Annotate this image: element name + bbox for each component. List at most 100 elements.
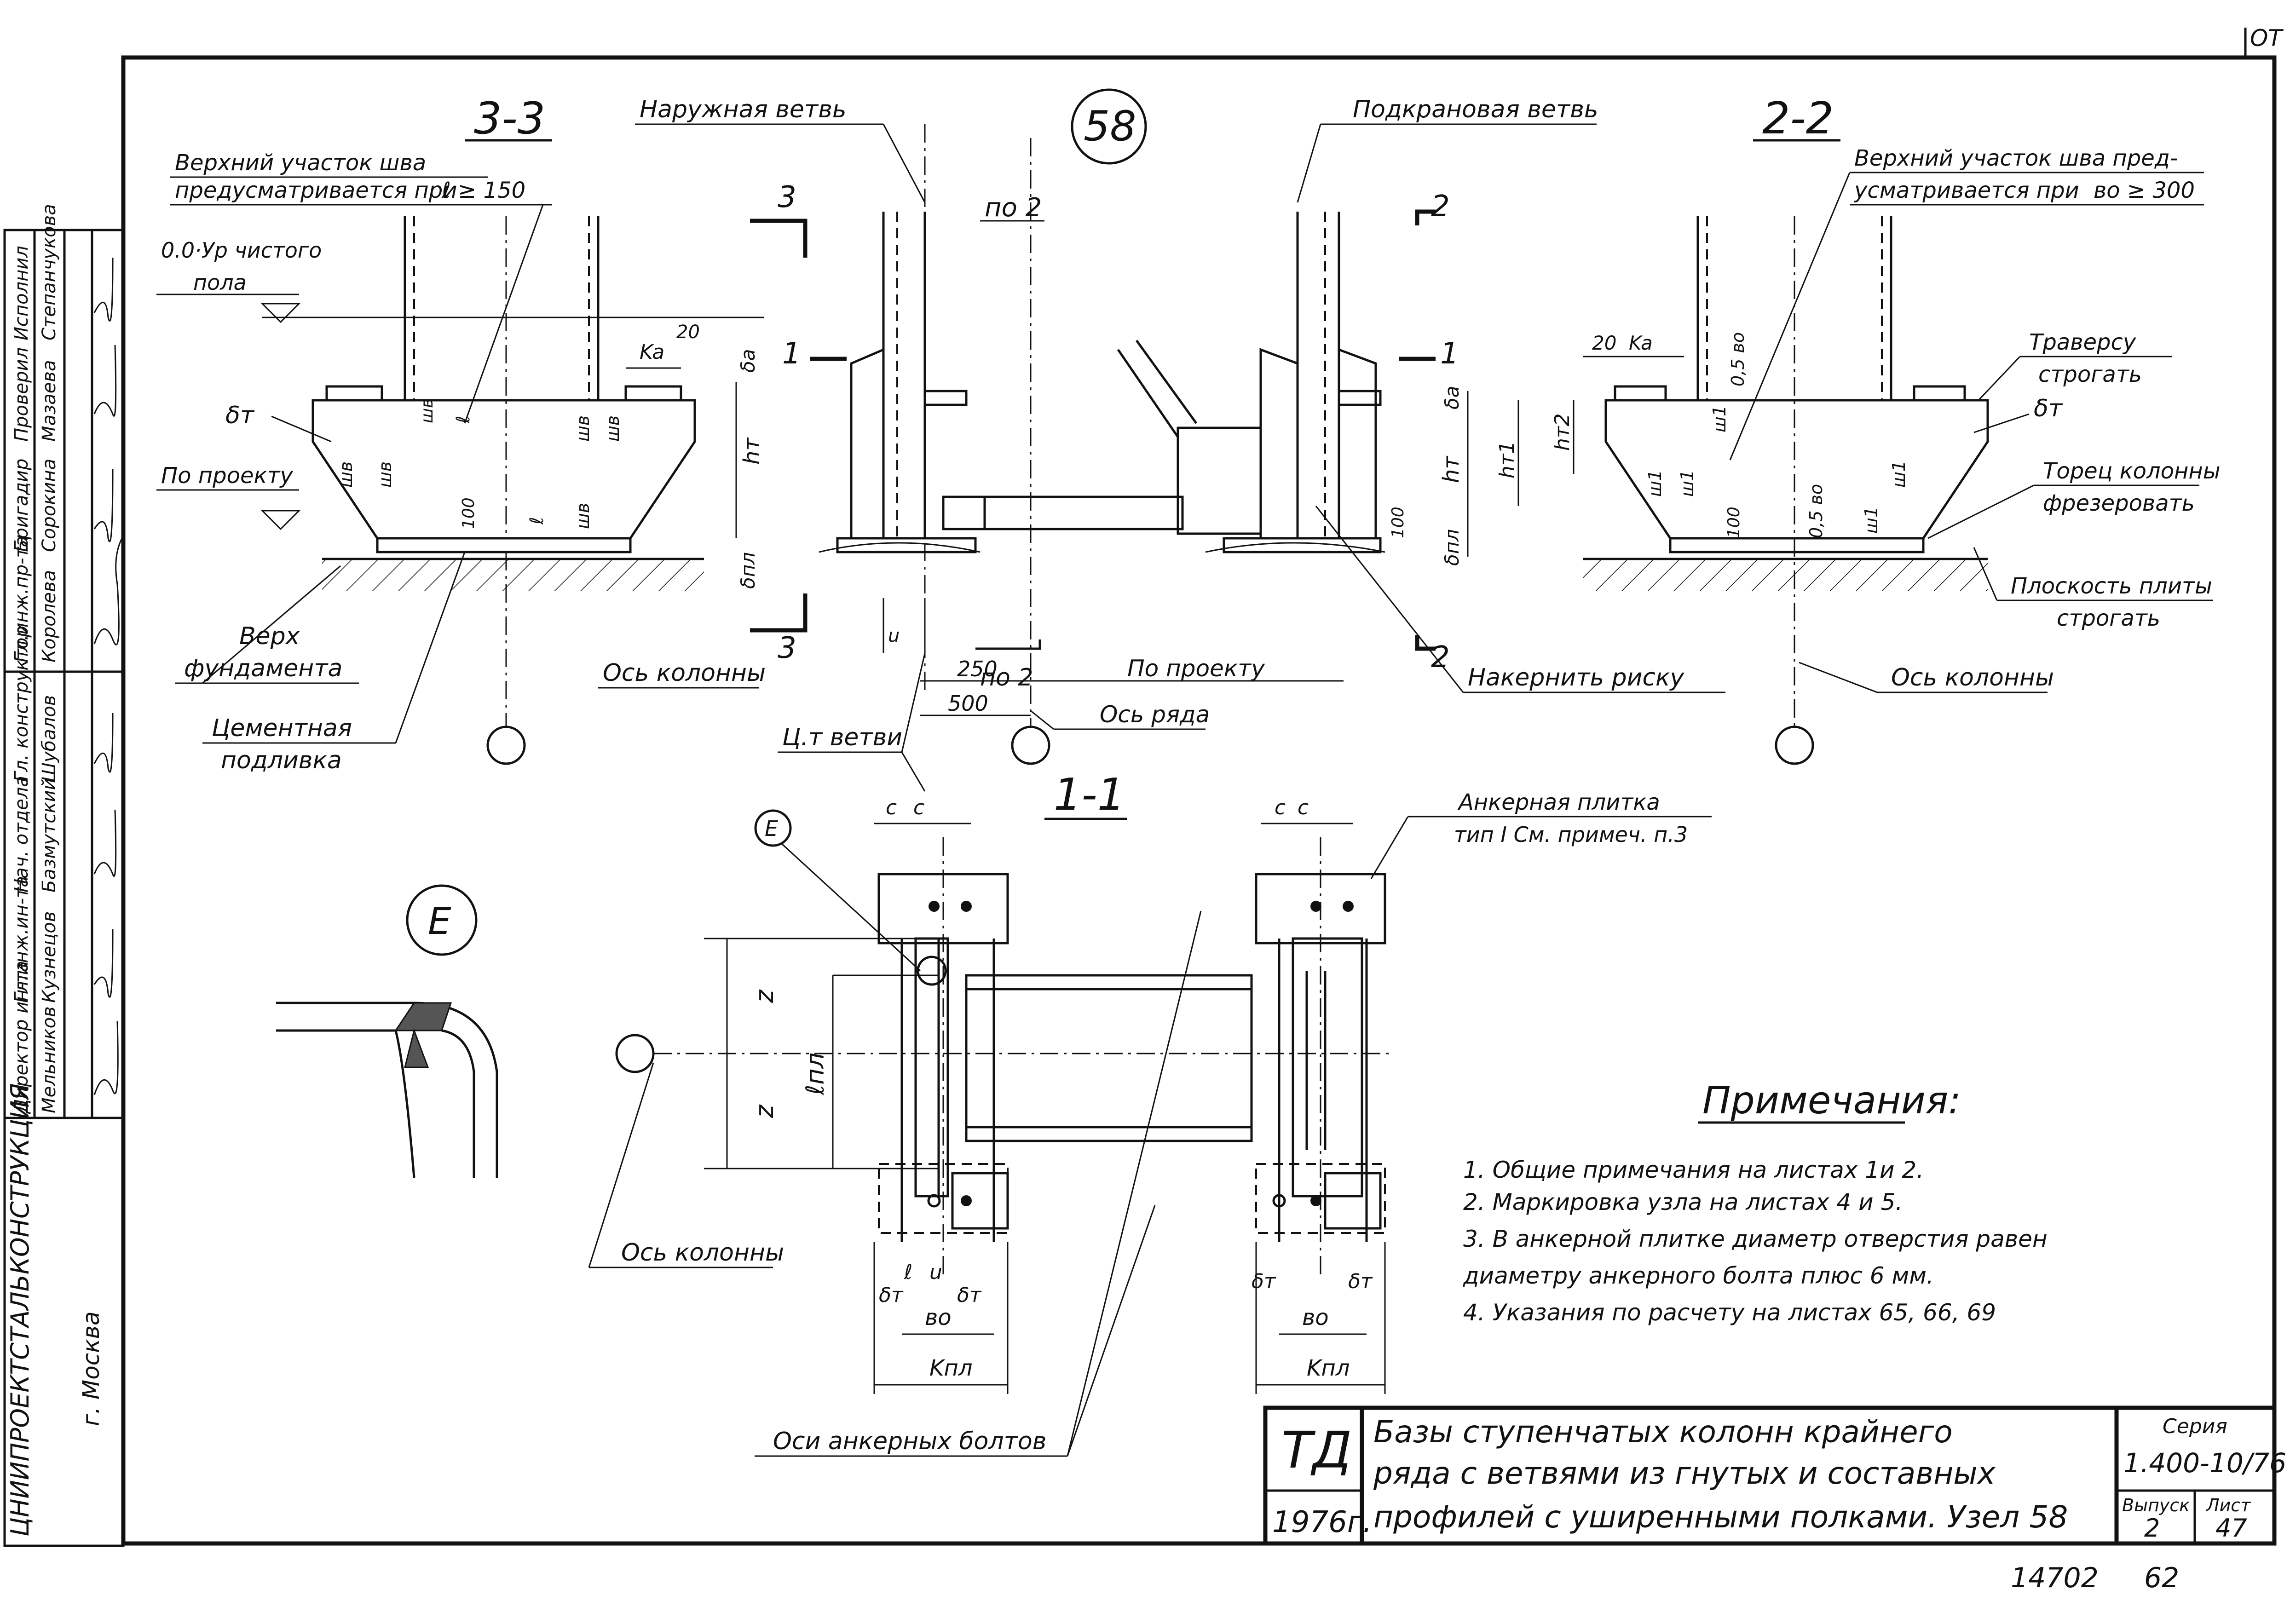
label-lpl: ℓпл: [801, 1053, 830, 1095]
stamp-name: Базмутский: [39, 778, 60, 893]
stamp-role: Гл.инж.пр-та: [11, 536, 32, 662]
label-top-weld: предусматривается при: [175, 178, 457, 203]
label-plate: Плоскость плиты: [2011, 573, 2212, 599]
label-100: 100: [1725, 507, 1743, 538]
label-shw: шв: [573, 503, 593, 529]
label-ht2: hт2: [1551, 413, 1574, 451]
label-kpl: Kпл: [929, 1355, 973, 1381]
label-ht: hт: [739, 437, 765, 465]
label-outer-branch: Наружная ветвь: [640, 96, 847, 123]
tb-title: профилей с уширенными полками. Узел 58: [1373, 1499, 2068, 1535]
label-col-end: фрезеровать: [2043, 490, 2195, 516]
label-anchor-plate: Анкерная плитка: [1457, 789, 1660, 815]
label-anchor-axes: Оси анкерных болтов: [773, 1428, 1046, 1455]
label-shw: шв: [375, 461, 395, 488]
stamp-name: Шубалов: [39, 695, 60, 782]
label-grout: подливка: [221, 747, 342, 774]
stamp-role: Гл. конструктор: [11, 626, 32, 782]
label-top-weld: Верхний участок шва пред-: [1854, 145, 2178, 171]
stamp-role: Нач. отдела: [11, 776, 32, 893]
stamp-city: г. Москва: [78, 1311, 104, 1426]
label-half-bo: 0,5 вo: [1728, 332, 1748, 386]
label-delta-t: δт: [225, 402, 255, 429]
label-dpl: δпл: [1441, 529, 1463, 566]
label-100: 100: [459, 497, 478, 529]
note-item: 3. В анкерной плитке диаметр отверстия р…: [1463, 1226, 2048, 1252]
label-l: ℓ: [453, 415, 474, 424]
stamp-org: ЦНИИПРОЕКТСТАЛЬКОНСТРУКЦИЯ: [6, 1083, 35, 1537]
label-da: δa: [1441, 386, 1463, 409]
label-ht: hт: [1438, 455, 1464, 483]
label-foundation: фундамента: [184, 655, 342, 682]
label-cg-branch: Ц.т ветви: [782, 724, 902, 751]
label-w1: ш1: [1645, 470, 1665, 497]
stamp-name: Сорокина: [39, 459, 60, 552]
label-dt: δт: [1348, 1270, 1373, 1293]
stamp-role: Директор ин-та: [11, 961, 32, 1114]
node-circle: [1071, 88, 1147, 165]
label-20: 20: [1592, 332, 1616, 354]
approval-stamp: ЦНИИПРОЕКТСТАЛЬКОНСТРУКЦИЯ г. Москва Гл.…: [3, 204, 125, 1547]
center-elevations: 58 Наружная ветвь Подкрановая ветвь 3 3 …: [635, 88, 1725, 792]
label-col-end: Торец колонны: [2043, 458, 2221, 484]
note-item: 1. Общие примечания на листах 1и 2.: [1463, 1157, 1924, 1183]
label-w1: ш1: [1677, 470, 1697, 497]
tb-title: Базы ступенчатых колонн крайнего: [1373, 1414, 1953, 1450]
label-100: 100: [1389, 507, 1407, 538]
label-c: c: [1275, 796, 1286, 819]
label-u: u: [888, 625, 900, 646]
dim-500: 500: [948, 691, 988, 716]
label-by-project: По проекту: [1127, 655, 1265, 682]
label-top-weld-cond: ℓ ≥ 150: [441, 178, 525, 203]
label-ka: Ka: [1629, 332, 1653, 354]
label-c: c: [913, 796, 924, 819]
label-shw: шв: [336, 461, 356, 488]
plan-1-1: 1-1 Анкерная плитка тип I См. примеч. п.…: [588, 770, 1712, 1457]
label-dt: δт: [957, 1284, 982, 1307]
e-mark: Е: [765, 816, 778, 841]
tb-sheet: 47: [2215, 1514, 2247, 1543]
label-floor: пола: [193, 270, 247, 295]
label-l: ℓ: [526, 517, 548, 525]
label-ht1: hт1: [1495, 441, 1519, 478]
detail-e-label: Е: [428, 900, 451, 943]
tb-title: ряда с ветвями из гнутых и составных: [1373, 1456, 1996, 1491]
bottom-number-right: 62: [2144, 1562, 2179, 1594]
label-c: c: [1298, 796, 1309, 819]
label-delta-t: δт: [2034, 395, 2063, 422]
label-shw: шв: [573, 415, 593, 442]
label-crane-branch: Подкрановая ветвь: [1353, 96, 1598, 123]
section-mark: 2: [1431, 640, 1450, 674]
label-w1: ш1: [1861, 507, 1881, 534]
section-mark: 1: [782, 337, 801, 371]
label-shw: шв: [418, 398, 437, 423]
note-item: 2. Маркировка узла на листах 4 и 5.: [1463, 1189, 1903, 1215]
label-w1: ш1: [1889, 461, 1909, 488]
stamp-name: Мельников: [39, 1006, 60, 1113]
label-axis-column: Ось колонны: [1891, 664, 2054, 691]
label-dt: δт: [879, 1284, 904, 1307]
tb-sheet-label: Лист: [2205, 1495, 2251, 1515]
label-floor: 0.0·Ур чистого: [161, 238, 322, 263]
label-axis-column: Ось колонны: [621, 1239, 784, 1267]
label-top-weld: усматривается при: [1853, 178, 2079, 203]
label-ka: Ka: [640, 340, 664, 364]
note-item: 4. Указания по расчету на листах 65, 66,…: [1463, 1299, 1996, 1326]
label-20: 20: [676, 322, 700, 343]
label-row-axis: Ось ряда: [1100, 701, 1210, 728]
tb-issue: 2: [2144, 1514, 2160, 1543]
notes: Примечания: 1. Общие примечания на листа…: [1463, 1079, 2048, 1326]
stamp-name: Королева: [39, 570, 60, 662]
label-anchor-plate: тип I См. примеч. п.3: [1454, 822, 1688, 847]
tb-code: ТД: [1281, 1421, 1352, 1480]
section-title: 2-2: [1762, 93, 1834, 144]
stamp-role: Бригадир: [11, 459, 32, 552]
stamp-name: Степанчукова: [39, 204, 60, 340]
label-bo: вo: [925, 1305, 952, 1330]
tb-series-label: Серия: [2163, 1415, 2227, 1438]
label-scribe: Накернить риску: [1468, 664, 1684, 691]
title-block: ТД 1976г. Базы ступенчатых колонн крайне…: [1263, 1405, 2286, 1546]
section-title: 3-3: [474, 93, 545, 144]
tb-issue-label: Выпуск: [2122, 1495, 2190, 1515]
